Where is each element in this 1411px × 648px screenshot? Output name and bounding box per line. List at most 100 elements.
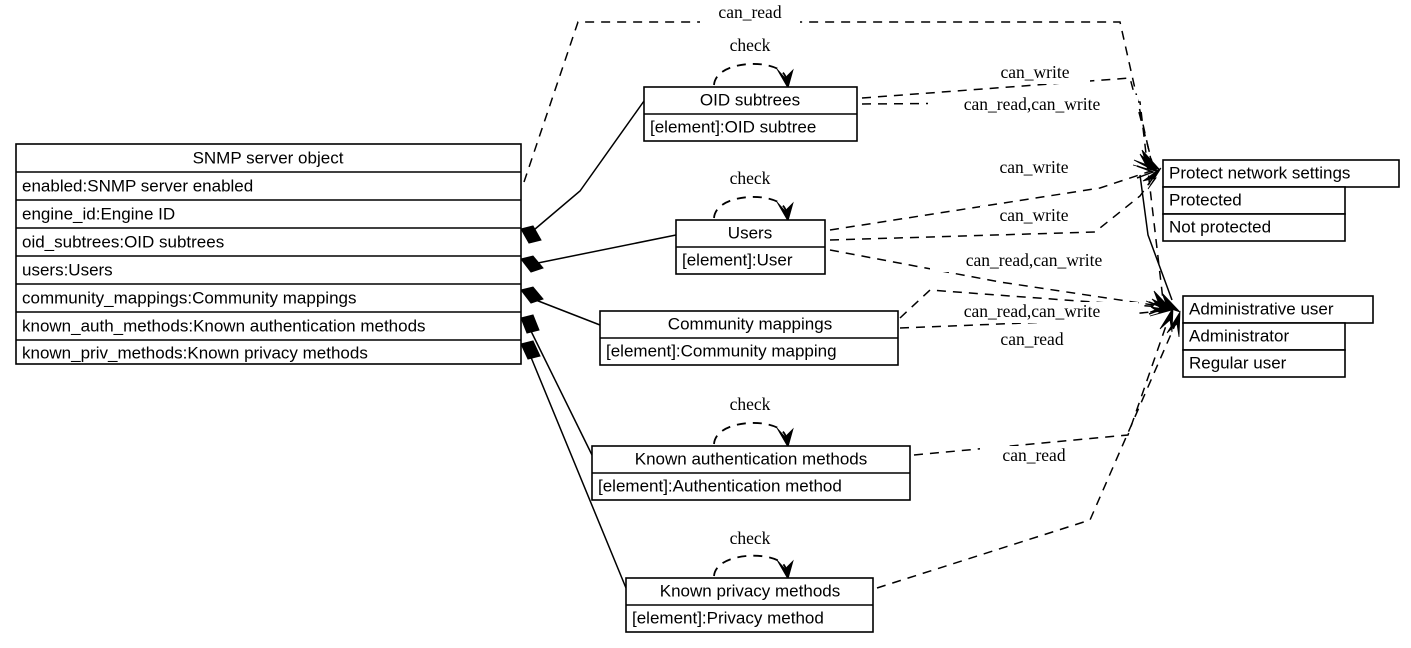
label-backdrop: [980, 446, 1090, 467]
edge-label-can-read: can_read: [1002, 445, 1065, 465]
edge-label-can-write: can_write: [1001, 62, 1070, 82]
arrowhead-icon: [776, 427, 794, 449]
node-element-row: [element]:Community mapping: [606, 341, 837, 360]
self-loop-check-oid-subtrees[interactable]: [713, 63, 787, 86]
label-backdrop: [980, 63, 1090, 84]
node-title: Known authentication methods: [635, 449, 868, 468]
permission-edge-can-read-write-oid[interactable]: [861, 101, 1164, 301]
edge-label-can-read: can_read: [718, 2, 781, 22]
composition-diamond-icon: [520, 225, 542, 244]
permission-edge-can-write-users-upper[interactable]: [829, 170, 1152, 231]
node-element-row: [element]:Privacy method: [632, 608, 824, 627]
label-backdrop: [980, 206, 1090, 227]
permission-edge-can-write-oid[interactable]: [861, 77, 1153, 163]
node-title: SNMP server object: [193, 148, 344, 167]
node-box-row: [1182, 349, 1346, 378]
edge-label-check: check: [730, 394, 771, 414]
node-enum-row: Protected: [1169, 190, 1242, 209]
label-backdrop: [718, 395, 782, 416]
edge-label-can-write: can_write: [1000, 157, 1069, 177]
composition-edge-users[interactable]: [527, 234, 677, 266]
node-enum-row: Regular user: [1189, 353, 1287, 372]
label-backdrop: [978, 330, 1088, 351]
node-attribute-row: enabled:SNMP server enabled: [22, 176, 253, 195]
edge-label-can-read-can-write: can_read,can_write: [966, 250, 1103, 270]
arrowhead-icon: [776, 559, 794, 581]
label-backdrop: [928, 302, 1138, 323]
composition-edge-known-priv-methods[interactable]: [527, 349, 627, 589]
node-title: Administrative user: [1189, 299, 1334, 318]
composition-edge-oid-subtrees[interactable]: [527, 100, 645, 236]
node-box-title: [1162, 159, 1400, 188]
node-box-row: [1182, 322, 1346, 351]
association-edge-protect-to-admin[interactable]: [1139, 174, 1173, 301]
node-attribute-row: users:Users: [22, 260, 113, 279]
label-backdrop: [718, 36, 782, 57]
composition-diamond-icon: [520, 286, 544, 304]
arrowhead-icon: [1149, 306, 1173, 317]
arrowhead-icon: [1166, 310, 1181, 338]
composition-edge-group: [520, 100, 677, 589]
node-box: [15, 143, 522, 365]
node-attribute-row: engine_id:Engine ID: [22, 204, 175, 223]
permission-edge-can-read-write-community-upper[interactable]: [899, 289, 1163, 319]
node-title: Known privacy methods: [660, 581, 840, 600]
node-element-row: [element]:OID subtree: [650, 117, 816, 136]
self-loop-check-known-auth-methods[interactable]: [713, 422, 787, 445]
node-known-privacy-methods[interactable]: Known privacy methods [element]:Privacy …: [625, 577, 874, 633]
node-attribute-row: oid_subtrees:OID subtrees: [22, 232, 224, 251]
label-backdrop: [980, 158, 1090, 179]
label-backdrop: [718, 169, 782, 190]
node-element-row: [element]:Authentication method: [598, 476, 842, 495]
node-known-authentication-methods[interactable]: Known authentication methods [element]:A…: [591, 445, 911, 501]
node-title: Community mappings: [668, 314, 832, 333]
node-protect-network-settings[interactable]: Protect network settings Protected Not p…: [1162, 159, 1400, 242]
node-enum-row: Administrator: [1189, 326, 1289, 345]
node-box-row: [1162, 213, 1346, 242]
node-element-row: [element]:User: [682, 250, 793, 269]
node-enum-row: Not protected: [1169, 217, 1271, 236]
node-administrative-user[interactable]: Administrative user Administrator Regula…: [1182, 295, 1374, 378]
edge-label-can-read: can_read: [1000, 329, 1063, 349]
node-title: Users: [728, 223, 772, 242]
node-snmp-server-object[interactable]: SNMP server object enabled:SNMP server e…: [15, 143, 522, 365]
edge-label-can-write: can_write: [1000, 205, 1069, 225]
label-backdrop: [928, 95, 1138, 116]
self-loop-group: [713, 63, 794, 581]
node-box-row: [1162, 186, 1346, 215]
node-box-title: [1182, 295, 1374, 324]
edge-label-can-read-can-write: can_read,can_write: [964, 94, 1101, 114]
node-attribute-row: community_mappings:Community mappings: [22, 288, 356, 307]
arrowhead-icon: [1142, 167, 1162, 190]
self-loop-check-known-priv-methods[interactable]: [713, 554, 787, 577]
permission-edge-can-write-users-lower[interactable]: [829, 174, 1156, 241]
label-backdrop: [718, 529, 782, 550]
label-backdrop: [700, 3, 800, 24]
arrowhead-icon: [776, 68, 794, 90]
node-community-mappings[interactable]: Community mappings [element]:Community m…: [599, 310, 899, 366]
self-loop-check-users[interactable]: [713, 196, 787, 219]
composition-edge-known-auth-methods[interactable]: [527, 324, 593, 456]
edge-label-check: check: [730, 528, 771, 548]
arrowhead-icon: [776, 201, 794, 223]
edge-label-can-read-can-write: can_read,can_write: [964, 301, 1101, 321]
composition-edge-community-mappings[interactable]: [527, 296, 601, 326]
node-attribute-row: known_auth_methods:Known authentication …: [22, 316, 426, 335]
permission-edge-can-read-server[interactable]: [523, 21, 1152, 183]
node-title: OID subtrees: [700, 90, 800, 109]
permission-edge-can-read-write-users[interactable]: [829, 249, 1161, 307]
composition-diamond-icon: [520, 340, 541, 360]
edge-label-group: can_read can_write can_read,can_write ca…: [700, 2, 1140, 550]
arrowhead-icon: [1136, 165, 1156, 179]
label-backdrop: [930, 251, 1140, 272]
arrowhead-icon: [1153, 292, 1181, 313]
node-oid-subtrees[interactable]: OID subtrees [element]:OID subtree: [643, 86, 858, 142]
node-users[interactable]: Users [element]:User: [675, 219, 826, 275]
node-attribute-row: known_priv_methods:Known privacy methods: [22, 343, 368, 362]
permission-edge-group: [523, 21, 1181, 589]
node-title: Protect network settings: [1169, 163, 1350, 182]
composition-diamond-icon: [520, 255, 544, 273]
edge-label-check: check: [730, 35, 771, 55]
